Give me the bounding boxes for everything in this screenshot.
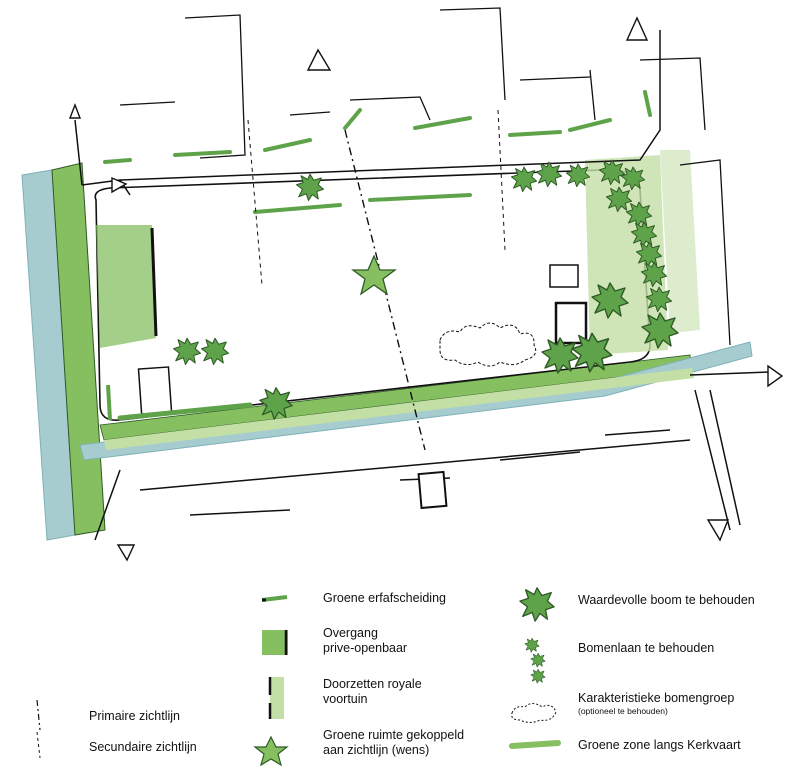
legend-groene-erfafscheiding: Groene erfafscheiding bbox=[323, 591, 446, 605]
green-zone-kerkvaart bbox=[79, 341, 753, 461]
legend-overgang-line1: Overgang bbox=[323, 626, 378, 640]
legend-doorzetten: Doorzetten royale voortuin bbox=[323, 677, 422, 707]
legend-overgang: Overgang prive-openbaar bbox=[323, 626, 407, 656]
legend-karakteristieke-line1: Karakteristieke bomengroep bbox=[578, 691, 735, 705]
legend-groene-ruimte: Groene ruimte gekoppeld aan zichtlijn (w… bbox=[323, 728, 464, 758]
legend-icons bbox=[36, 587, 561, 767]
canal-left bbox=[21, 162, 106, 541]
legend-doorzetten-line1: Doorzetten royale bbox=[323, 677, 422, 691]
legend-secundaire-zichtlijn: Secundaire zichtlijn bbox=[89, 740, 197, 754]
legend-groene-ruimte-line1: Groene ruimte gekoppeld bbox=[323, 728, 465, 742]
hedge-canal bbox=[117, 402, 253, 421]
pavilion bbox=[417, 470, 448, 510]
overgang-zone bbox=[96, 225, 156, 348]
legend-groene-ruimte-line2: aan zichtlijn (wens) bbox=[323, 743, 430, 757]
legend-overgang-line2: prive-openbaar bbox=[323, 641, 408, 655]
groene-ruimte-star bbox=[351, 254, 397, 296]
legend-waardevolle-boom: Waardevolle boom te behouden bbox=[578, 593, 755, 607]
legend-primaire-zichtlijn: Primaire zichtlijn bbox=[89, 709, 180, 723]
legend-doorzetten-line2: voortuin bbox=[323, 692, 368, 706]
roads bbox=[74, 30, 771, 541]
legend-karakteristieke-line2: (optioneel te behouden) bbox=[578, 706, 668, 716]
road-arrows bbox=[68, 16, 784, 562]
secundaire-zichtlijnen bbox=[247, 109, 506, 286]
legend-karakteristieke: Karakteristieke bomengroep (optioneel te… bbox=[578, 691, 734, 717]
hedges-top bbox=[103, 90, 652, 214]
legend-bomenlaan: Bomenlaan te behouden bbox=[578, 641, 715, 655]
legend-groene-zone: Groene zone langs Kerkvaart bbox=[578, 738, 741, 752]
bomengroep-outline bbox=[439, 322, 537, 367]
